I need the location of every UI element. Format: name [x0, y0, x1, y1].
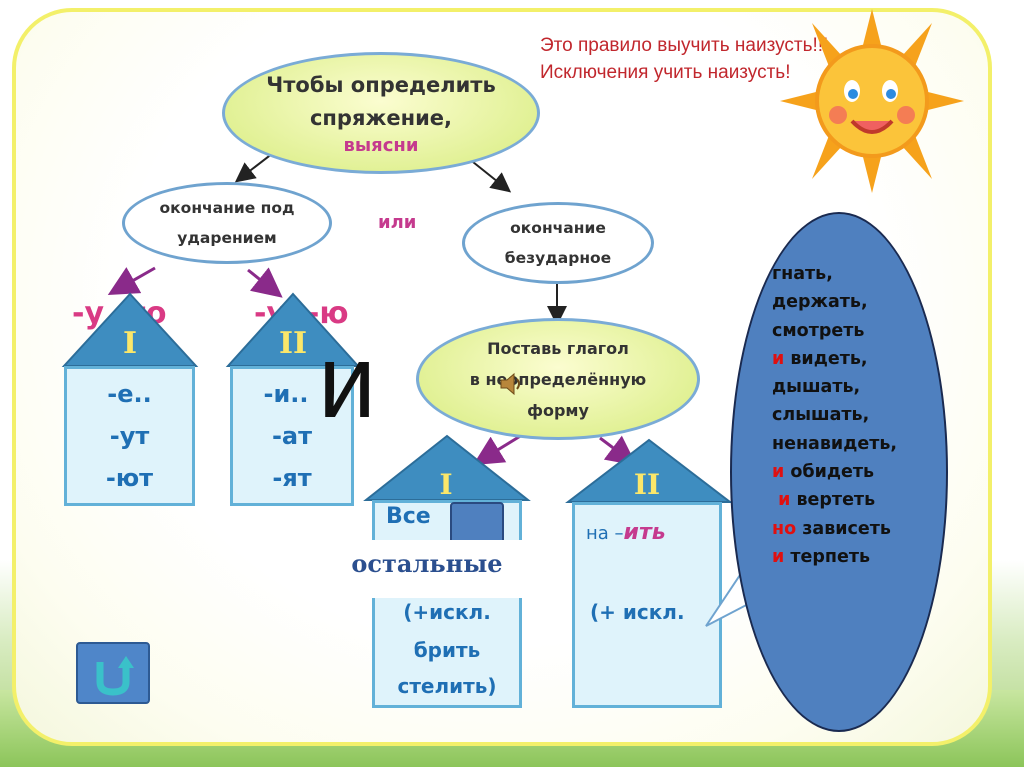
- exception-word: вертеть: [790, 490, 876, 511]
- house1-ending-2: -ут: [109, 422, 150, 450]
- conjugation-line3: выясни: [343, 135, 419, 156]
- house4-roof-label: II: [633, 468, 661, 501]
- house3-roof-label: I: [439, 468, 453, 501]
- exception-word: смотреть: [772, 320, 865, 341]
- exception-item: но зависеть: [772, 515, 897, 543]
- infinitive-line3: форму: [527, 400, 589, 420]
- house1-body: [64, 366, 195, 506]
- exception-prefix: и: [772, 490, 791, 511]
- back-button[interactable]: [76, 642, 150, 704]
- conjugation-ellipse: Чтобы определить спряжение, выясни: [222, 52, 540, 174]
- house4-on-suffix: на –ить: [586, 520, 666, 545]
- exception-item: и вертеть: [772, 486, 897, 514]
- house3-exception-2: брить: [413, 638, 481, 662]
- house3-all-label: Все: [386, 504, 431, 529]
- exception-prefix: и: [772, 348, 785, 369]
- house1-ending-3: -ют: [105, 464, 154, 492]
- exception-word: слышать,: [772, 405, 870, 426]
- exception-word: гнать,: [772, 264, 833, 284]
- unstressed-line2: безударное: [504, 249, 612, 267]
- exception-word: дышать,: [772, 377, 861, 398]
- house3-exception-3: стелить): [397, 674, 497, 698]
- house3-body: [372, 500, 522, 708]
- exception-prefix: и: [772, 462, 785, 483]
- house4-on-label: на –: [586, 523, 624, 544]
- house4-exception: (+ искл.: [590, 600, 685, 624]
- exception-prefix: но: [772, 518, 797, 539]
- house2-ending-1: -и..: [263, 380, 309, 408]
- others-label: остальные: [322, 540, 532, 598]
- stressed-line1: окончание под: [159, 199, 295, 217]
- exception-item: смотреть: [772, 317, 897, 345]
- house3-blue-block: [450, 502, 504, 546]
- house4-suffix: ить: [623, 520, 666, 545]
- memorize-note: Это правило выучить наизусть!!! Исключен…: [540, 35, 829, 83]
- exception-word: зависеть: [796, 518, 891, 539]
- exception-item: ненавидеть,: [772, 430, 897, 458]
- exceptions-oval: [730, 212, 948, 732]
- arrow-to-house1: [107, 266, 156, 295]
- exception-item: и терпеть: [772, 543, 897, 571]
- house3-exception-1: (+искл.: [403, 600, 491, 624]
- exception-prefix: и: [772, 546, 785, 567]
- conjugation-line2: спряжение,: [309, 106, 453, 130]
- arrow-to-house2: [247, 267, 283, 298]
- house2-roof-label: II: [278, 326, 308, 361]
- exception-word: обидеть: [784, 462, 875, 483]
- stressed-ending-ellipse: окончание под ударением: [122, 182, 332, 264]
- exception-word: держать,: [772, 292, 868, 313]
- stressed-line2: ударением: [177, 229, 277, 247]
- exception-word: ненавидеть,: [772, 433, 898, 454]
- exception-item: держать,: [772, 288, 897, 316]
- exceptions-list: гнать, держать, смотреть и видеть, дышать, сл…: [772, 260, 897, 571]
- house1-ending-1: -е..: [107, 380, 152, 408]
- sun-icon: [780, 9, 964, 193]
- house2-ending-2: -ат: [271, 422, 313, 450]
- house1-roof-label: I: [122, 326, 138, 361]
- exception-word: терпеть: [784, 546, 871, 567]
- conjugation-line1: Чтобы определить: [266, 73, 496, 97]
- unstressed-line1: окончание: [510, 219, 606, 237]
- big-letter-i: и: [318, 324, 377, 440]
- exception-item: гнать,: [772, 260, 897, 288]
- exception-item: слышать,: [772, 401, 897, 429]
- infinitive-line1: Поставь глагол: [487, 338, 629, 358]
- arrow-to-house3: [472, 433, 523, 466]
- unstressed-ending-ellipse: окончание безударное: [462, 202, 654, 284]
- infinitive-line2: в неопределённую: [469, 369, 647, 389]
- speaker-icon[interactable]: [498, 370, 526, 398]
- house2-ending-3: -ят: [272, 464, 312, 492]
- back-arrow-icon: [96, 656, 134, 696]
- exception-word: видеть,: [784, 348, 868, 369]
- house2-body: [230, 366, 354, 506]
- exception-item: и видеть,: [772, 345, 897, 373]
- exception-item: и обидеть: [772, 458, 897, 486]
- or-label: или: [378, 212, 417, 233]
- exception-item: дышать,: [772, 373, 897, 401]
- infinitive-ellipse: Поставь глагол в неопределённую форму: [416, 318, 700, 440]
